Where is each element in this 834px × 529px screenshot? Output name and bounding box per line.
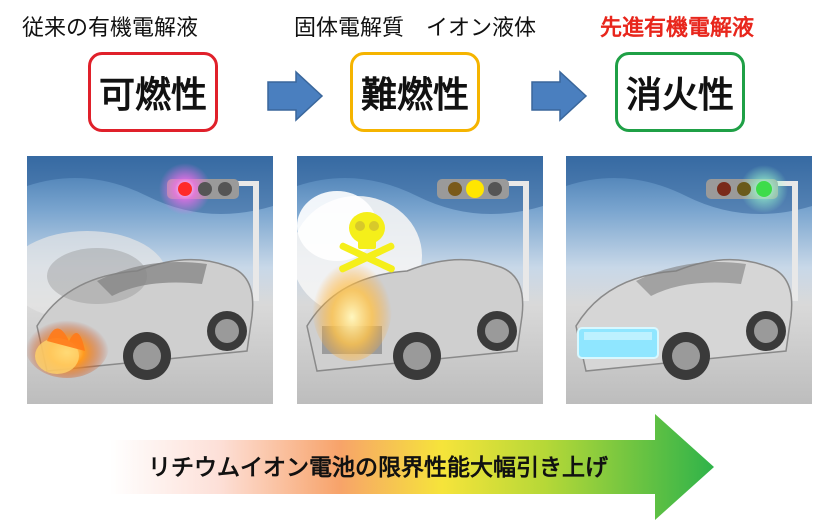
bottom-message: リチウムイオン電池の限界性能大幅引き上げ xyxy=(148,455,608,481)
safe-car-image xyxy=(566,156,812,404)
burning-car-image xyxy=(27,156,273,404)
flammable-box: 可燃性 xyxy=(88,52,218,132)
right-arrow-icon xyxy=(267,70,324,122)
caption-advanced-electrolyte: 先進有機電解液 xyxy=(600,16,755,41)
skull-crossbones-icon xyxy=(339,212,395,273)
caption-conventional-electrolyte: 従来の有機電解液 xyxy=(22,16,199,41)
fire-extinguishing-box: 消火性 xyxy=(615,52,745,132)
flame-retardant-box: 難燃性 xyxy=(350,52,480,132)
smoking-car-image xyxy=(297,156,543,404)
progress-arrow xyxy=(110,414,714,520)
right-arrow-icon xyxy=(531,70,588,122)
caption-solid-ionic: 固体電解質 イオン液体 xyxy=(294,16,537,41)
